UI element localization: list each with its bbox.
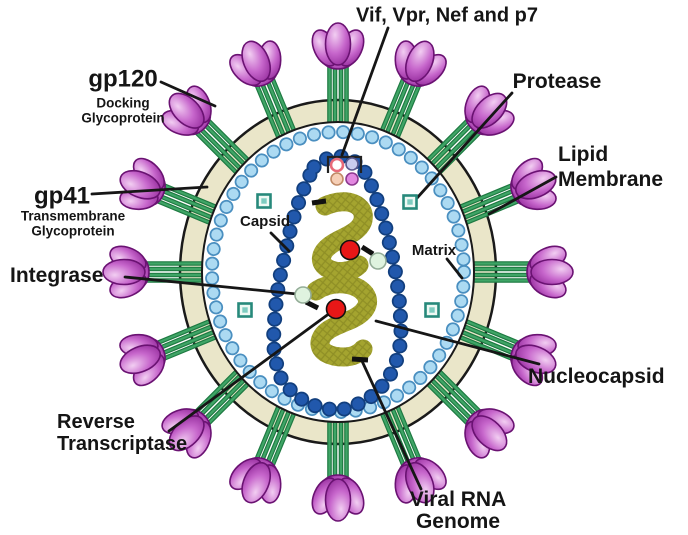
gp120-label: gp120 [88, 65, 158, 93]
lipid-pointer [487, 175, 558, 216]
reverse-transcriptase-label: Reverse Transcriptase [57, 411, 187, 455]
viral-rna-strands [306, 192, 377, 367]
integrase-dot-upper [339, 239, 361, 261]
capsid-label: Capsid [239, 213, 291, 231]
integrase-dot-lower [325, 298, 347, 320]
rna-end-ticks [304, 198, 375, 363]
bracket-icon [326, 155, 363, 173]
reverse-label-line1: Reverse [57, 411, 135, 433]
viral-rna-genome-label: Viral RNA Genome [410, 489, 506, 533]
pointer-lines [90, 26, 558, 491]
gp41-sub2: Glycoprotein [31, 223, 115, 238]
accessory-protein-cluster [326, 155, 363, 186]
lipid-label-line2: Membrane [558, 168, 664, 191]
protease-label: Protease [512, 69, 602, 93]
gp120-sub2: Glycoprotein [81, 110, 165, 125]
gp41-label: gp41 [33, 182, 91, 210]
vif-dot [329, 157, 345, 173]
rna-genome-pointer [360, 359, 423, 491]
capsid-pointer [269, 231, 291, 253]
rt-dot-upper [369, 252, 387, 270]
accessory-proteins-label: Vif, Vpr, Nef and p7 [356, 4, 538, 27]
gp41-sublabel: Transmembrane Glycoprotein [21, 209, 125, 238]
lipid-membrane-label: Lipid Membrane [558, 142, 663, 192]
enzyme-dots [294, 239, 387, 320]
matrix-pointer [445, 257, 464, 280]
rna-label-line1: Viral RNA [409, 488, 507, 511]
gp120-sublabel: Docking Glycoprotein [81, 96, 164, 125]
vpr-dot [345, 157, 359, 171]
nucleocapsid-label: Nucleocapsid [528, 365, 665, 388]
capsid-shell [266, 149, 409, 418]
nucleocapsid-pointer [374, 319, 541, 366]
protease-pointer [415, 91, 514, 200]
rna-label-line2: Genome [415, 510, 501, 533]
reverse-label-line2: Transcriptase [57, 433, 188, 455]
gp120-pointer [159, 80, 217, 108]
gp120-sub1: Docking [96, 95, 150, 111]
accessory-pointer [340, 26, 390, 157]
gp41-pointer [90, 185, 209, 196]
p7-dot [345, 172, 359, 186]
protease-squares [237, 193, 440, 318]
nef-dot [330, 172, 344, 186]
integrase-pointer [123, 275, 299, 296]
matrix-label: Matrix [411, 242, 457, 260]
rt-dot-lower [294, 286, 312, 304]
integrase-label: Integrase [10, 264, 104, 287]
lipid-label-line1: Lipid [558, 143, 609, 166]
gp41-sub1: Transmembrane [20, 208, 126, 224]
reverse-transcriptase-pointer [167, 311, 332, 433]
